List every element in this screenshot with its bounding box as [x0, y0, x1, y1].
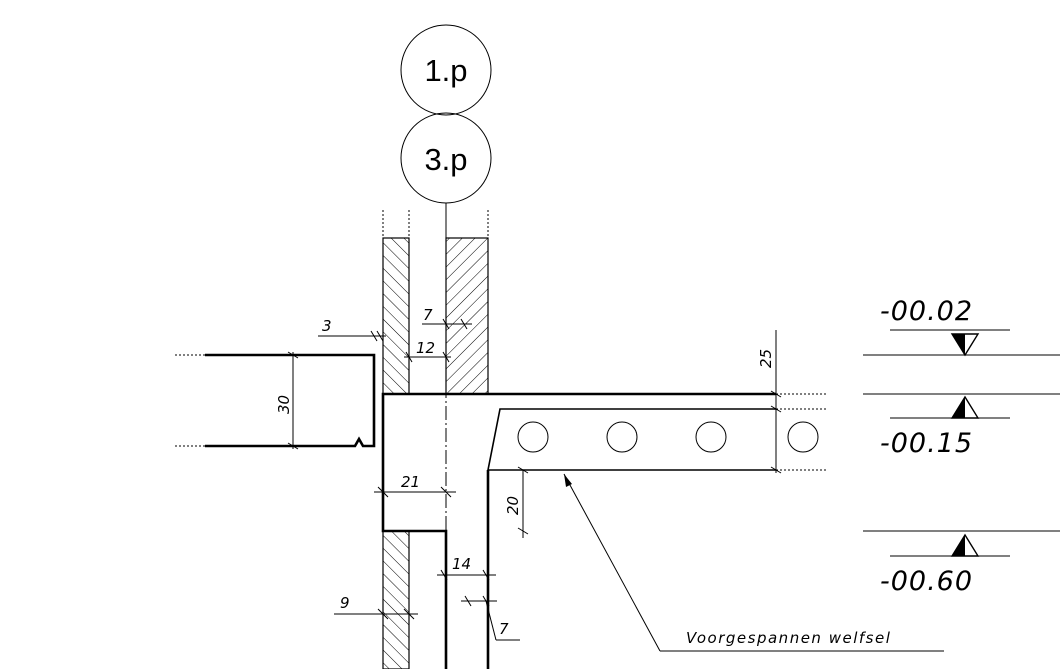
dimension-3-value: 3: [322, 317, 332, 335]
dimension-7-top-value: 7: [423, 306, 433, 324]
dimension-21: 21: [374, 473, 456, 498]
slab-core: [606, 421, 638, 453]
dimension-7-bottom-value: 7: [499, 620, 509, 638]
dimension-14-value: 14: [452, 555, 471, 573]
level-value-bottom: -00.60: [880, 566, 973, 597]
dimension-20: 20: [504, 466, 529, 538]
dimension-7-top: 7: [422, 306, 472, 330]
level-value-mid: -00.15: [880, 428, 973, 459]
slab-leader: Voorgespannen welfsel: [563, 473, 944, 652]
level-marker-mid: -00.15: [863, 393, 1060, 459]
dimension-14: 14: [437, 555, 496, 581]
dimension-12-value: 12: [416, 339, 435, 357]
dimension-7-bottom: 7: [461, 595, 520, 641]
dimension-30-value: 30: [275, 395, 293, 414]
grid-marker-3p-label: 3.p: [424, 142, 467, 177]
dimension-25: 25: [757, 330, 782, 474]
dimension-25-value: 25: [757, 349, 775, 368]
grid-marker-1p-label: 1.p: [424, 53, 467, 88]
slab-label: Voorgespannen welfsel: [686, 629, 891, 647]
grid-marker-1p: 1.p: [400, 24, 492, 116]
level-marker-top: -00.02: [863, 296, 1060, 357]
dimension-21-value: 21: [401, 473, 420, 491]
level-marker-bottom: -00.60: [863, 530, 1060, 597]
slab-core: [695, 421, 727, 453]
dimension-3: 3: [318, 317, 386, 342]
wall-upper: [382, 210, 489, 395]
dimension-9: 9: [334, 594, 418, 620]
dimension-20-value: 20: [504, 496, 522, 515]
dimension-12: 12: [404, 339, 451, 363]
grid-marker-3p: 3.p: [400, 112, 492, 204]
dimension-9-value: 9: [340, 594, 350, 612]
slab-core: [517, 421, 549, 453]
hollow-core-slab: [487, 393, 828, 471]
level-value-top: -00.02: [880, 296, 973, 327]
left-floor-slab: [175, 353, 376, 448]
ring-beam: [381, 392, 776, 669]
dimension-30: 30: [275, 351, 299, 450]
slab-core: [787, 421, 819, 453]
wall-lower: [382, 530, 447, 669]
